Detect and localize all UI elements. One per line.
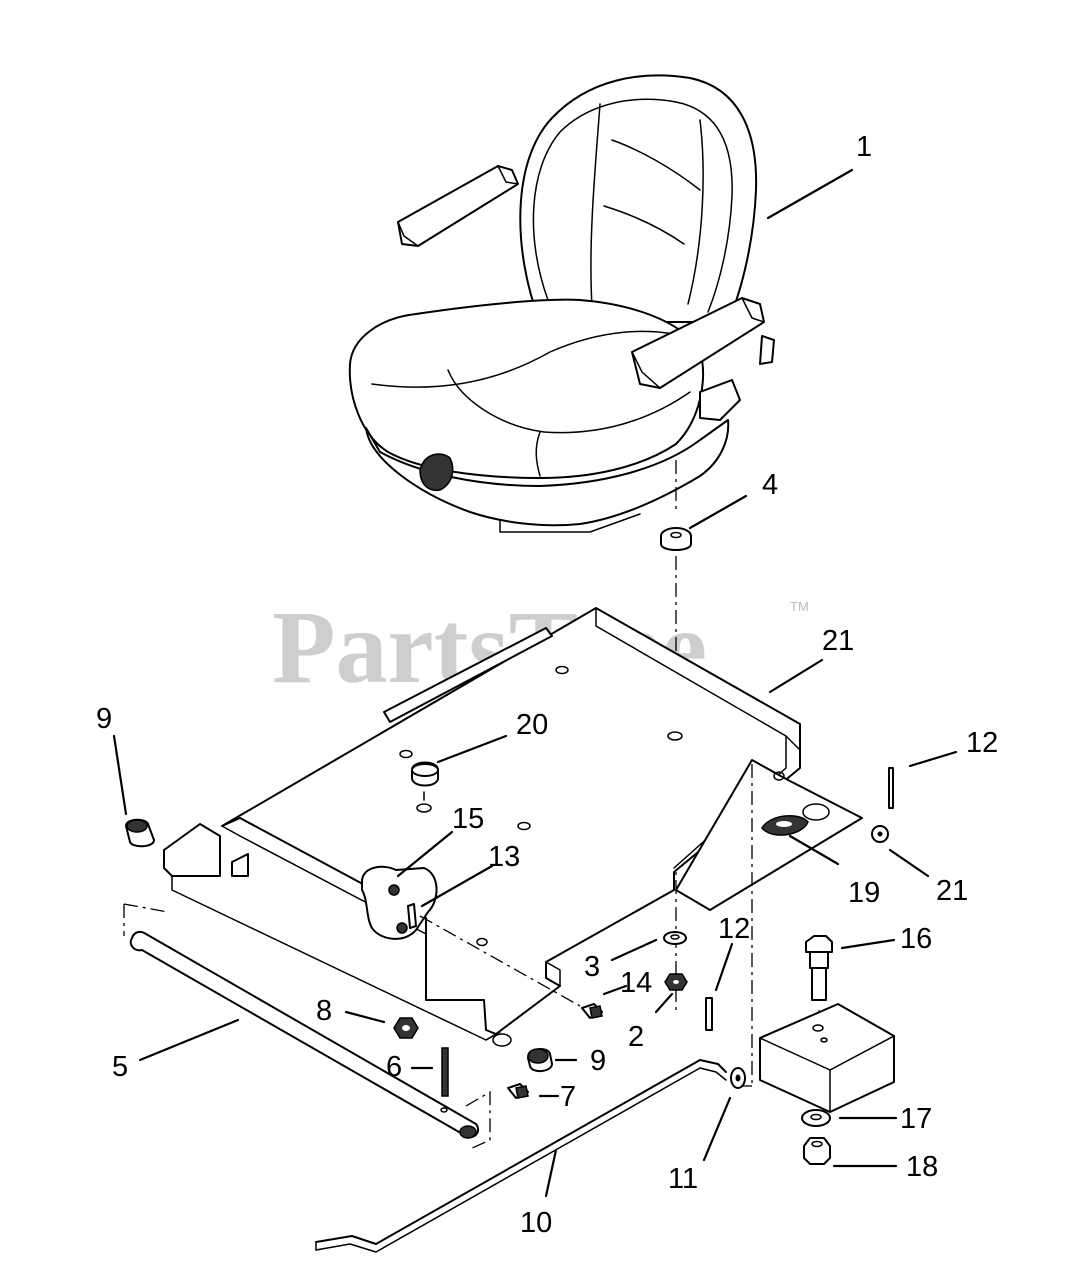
- callout-4: 4: [762, 469, 778, 501]
- callout-1: 1: [856, 131, 872, 163]
- part-8-nut[interactable]: [393, 1017, 419, 1039]
- callout-6: 6: [386, 1051, 402, 1083]
- seat-assembly[interactable]: [348, 74, 775, 533]
- callout-3: 3: [584, 951, 600, 983]
- leader-lines: [112, 168, 958, 1198]
- callout-21-plate: 21: [822, 625, 854, 657]
- part-4-spacer[interactable]: [660, 527, 692, 551]
- callout-18: 18: [906, 1151, 938, 1183]
- callout-19: 19: [848, 877, 880, 909]
- part-10-rod[interactable]: [315, 1059, 727, 1253]
- callout-16: 16: [900, 923, 932, 955]
- part-11-washer[interactable]: [730, 1067, 746, 1089]
- part-21-seat-plate[interactable]: [163, 607, 863, 1047]
- seat-base: [365, 419, 730, 527]
- part-9-bushing-right[interactable]: [527, 1048, 553, 1072]
- part-18-nut[interactable]: [803, 1137, 831, 1165]
- callout-8: 8: [316, 995, 332, 1027]
- seat-adjust-knob[interactable]: [419, 453, 454, 492]
- centerline-tube-frame: [123, 903, 491, 1151]
- callout-12-upper: 12: [966, 727, 998, 759]
- centerline-latch: [419, 915, 581, 1007]
- watermark-trademark: TM: [790, 599, 809, 614]
- callout-14: 14: [620, 967, 652, 999]
- part-14-bolt[interactable]: [581, 1003, 603, 1019]
- part-3-washer[interactable]: [663, 931, 687, 945]
- callout-17: 17: [900, 1103, 932, 1135]
- part-12-spring-pin-upper[interactable]: [888, 767, 894, 809]
- part-12-spring-pin-lower[interactable]: [705, 997, 713, 1031]
- seat-plate-left-flange: [163, 823, 221, 877]
- callout-9-right: 9: [590, 1045, 606, 1077]
- seat-cushion: [348, 298, 704, 479]
- callout-7: 7: [560, 1081, 576, 1113]
- callout-13: 13: [488, 841, 520, 873]
- mount-block: [759, 1003, 895, 1113]
- seat-armrest-left: [397, 165, 519, 247]
- part-5-tube[interactable]: [129, 930, 480, 1139]
- part-2-nut[interactable]: [664, 973, 688, 991]
- callout-21-washer: 21: [936, 875, 968, 907]
- seat-backrest-panel: [532, 98, 733, 313]
- part-6-spring-pin[interactable]: [441, 1047, 449, 1097]
- part-17-washer[interactable]: [801, 1109, 831, 1127]
- part-15-latch-plate[interactable]: [361, 865, 438, 940]
- part-16-bolt[interactable]: [805, 935, 833, 1001]
- part-20-plug[interactable]: [411, 761, 439, 813]
- callout-12-lower: 12: [718, 913, 750, 945]
- callout-11: 11: [668, 1163, 698, 1195]
- callout-10: 10: [520, 1207, 552, 1239]
- seat-plate-rear-bracket: [675, 759, 863, 911]
- callout-2: 2: [628, 1021, 644, 1053]
- callout-numbers: 1 4 21 9 20 12 15 13 21 19 16 12 3 14 8 …: [96, 131, 998, 1239]
- part-7-bolt[interactable]: [507, 1083, 529, 1099]
- part-19-grommet[interactable]: [761, 815, 809, 836]
- part-13-pin[interactable]: [407, 903, 417, 929]
- seat-backrest: [519, 74, 758, 323]
- callout-9-left: 9: [96, 703, 112, 735]
- part-9-bushing-left[interactable]: [125, 818, 155, 848]
- seat-side-bracket: [699, 379, 741, 421]
- callout-20: 20: [516, 709, 548, 741]
- callout-5: 5: [112, 1051, 128, 1083]
- part-21-washer[interactable]: [871, 825, 889, 843]
- callout-15: 15: [452, 803, 484, 835]
